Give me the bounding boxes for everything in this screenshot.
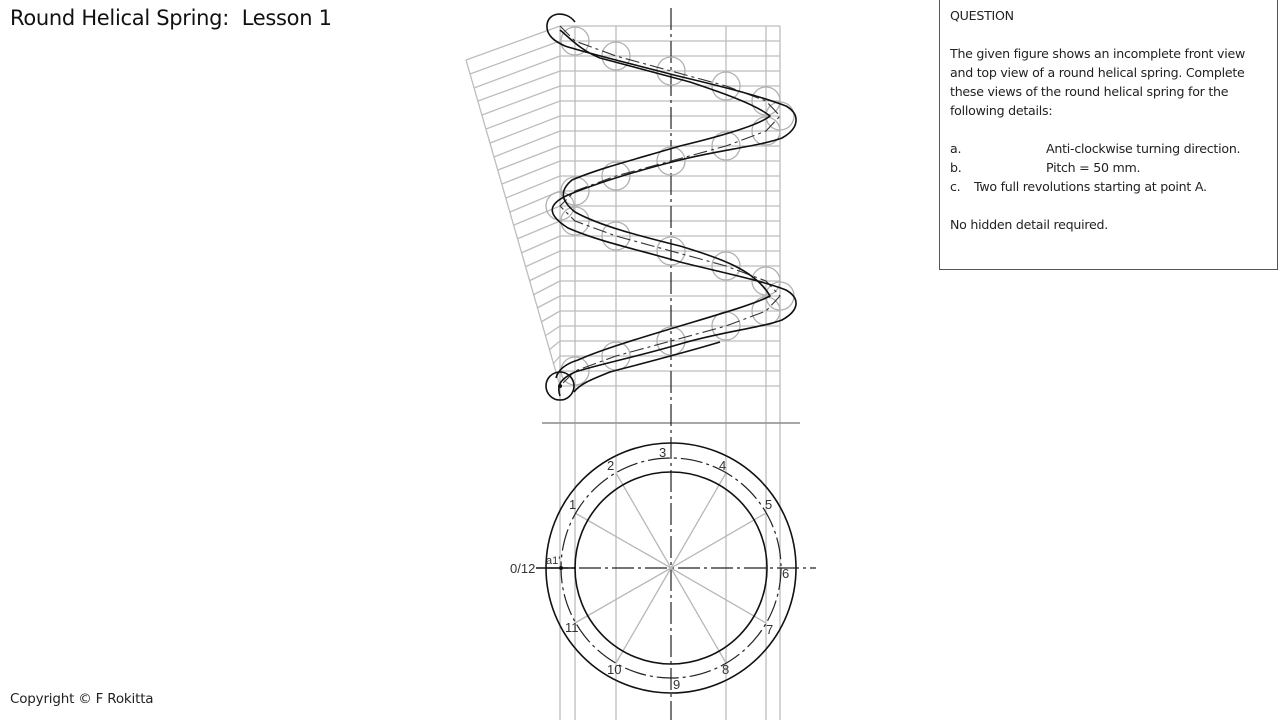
start-point-a <box>558 384 562 388</box>
helix-centerline <box>559 25 781 387</box>
wire-section-circles <box>545 26 795 386</box>
point-label-9: 9 <box>673 677 680 692</box>
question-footer: No hidden detail required. <box>950 217 1108 232</box>
division-rays <box>574 472 767 664</box>
point-label-5: 5 <box>765 497 772 512</box>
point-label-1: 1 <box>569 497 576 512</box>
spring-outline <box>545 13 797 401</box>
item-label: b. <box>950 160 962 175</box>
item-text: Two full revolutions starting at point A… <box>974 179 1207 194</box>
front-view-grid <box>465 25 781 720</box>
item-text: Pitch = 50 mm. <box>1046 160 1141 175</box>
top-view: 0/12 1 2 3 4 5 6 7 8 9 10 11 a1' <box>510 442 816 694</box>
question-box: QUESTION The given figure shows an incom… <box>939 0 1278 270</box>
point-label-10: 10 <box>607 662 621 677</box>
point-label-11: 11 <box>565 620 579 635</box>
item-text: Anti-clockwise turning direction. <box>1046 141 1241 156</box>
question-body: The given figure shows an incomplete fro… <box>950 46 1246 118</box>
slide-title: Round Helical Spring: Lesson 1 <box>10 6 332 30</box>
point-label-4: 4 <box>719 458 726 473</box>
inner-circle <box>574 471 768 665</box>
item-label: a. <box>950 141 962 156</box>
question-item-b: b. Pitch = 50 mm. <box>950 158 1267 177</box>
copyright-notice: Copyright © F Rokitta <box>10 691 154 707</box>
question-item-a: a. Anti-clockwise turning direction. <box>950 139 1267 158</box>
question-heading: QUESTION <box>950 8 1014 23</box>
outer-circle <box>545 442 797 694</box>
point-label-0-12: 0/12 <box>510 561 535 576</box>
point-label-3: 3 <box>659 445 666 460</box>
item-label: c. <box>950 179 961 194</box>
question-item-c: c. Two full revolutions starting at poin… <box>950 177 1267 196</box>
point-label-2: 2 <box>607 458 614 473</box>
point-label-7: 7 <box>766 622 773 637</box>
point-label-8: 8 <box>722 662 729 677</box>
point-label-6: 6 <box>782 566 789 581</box>
start-point-label: a1' <box>546 555 560 567</box>
